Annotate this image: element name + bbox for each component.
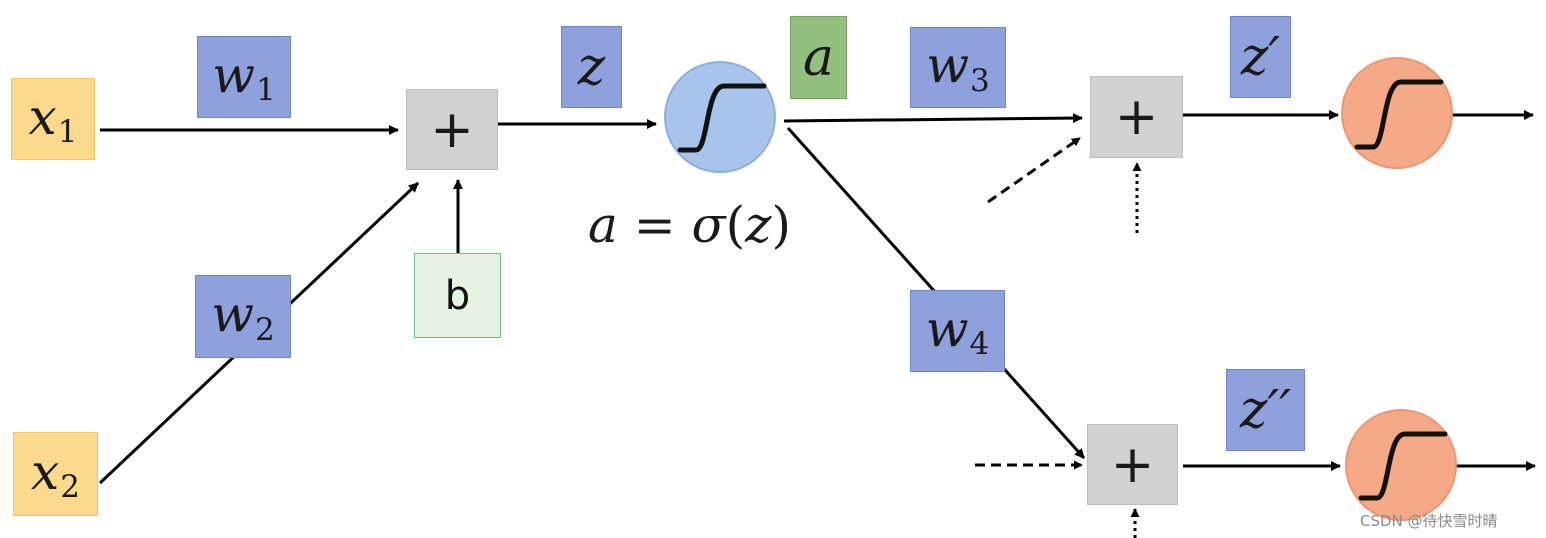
edge-dashed-into-sum2 [987,136,1081,204]
input-x1-label: x1 [28,87,78,151]
signal-z-double-prime-label: z′′ [1239,380,1291,440]
bias-box: b [414,253,501,338]
input-x2-label: x2 [31,442,80,506]
sigmoid-curve-icon [1354,79,1444,150]
input-x1: x1 [11,78,95,160]
formula-open-paren: ( [725,196,746,254]
summation-node-2: + [1090,76,1183,158]
activation-formula: a = σ(z) [588,196,791,254]
input-x2: x2 [13,432,98,516]
weight-w2: w2 [195,275,291,358]
weight-w4: w4 [910,290,1005,372]
formula-equals: = [617,196,692,254]
summation-node-1: + [406,89,498,170]
edge-neuron-to-sum2 [783,113,1083,124]
formula-sigma: σ [691,196,726,254]
activation-a: a [790,16,847,99]
plus-icon: + [1114,87,1159,147]
summation-node-3: + [1087,424,1178,505]
formula-close-paren: ) [771,196,792,254]
watermark: CSDN @待快雪时晴 [1360,512,1498,530]
weight-w1: w1 [197,36,291,118]
plus-icon: + [1110,434,1155,495]
sigmoid-curve-icon [1358,431,1448,501]
signal-z-double-prime: z′′ [1226,369,1305,451]
weight-w4-label: w4 [925,299,990,363]
formula-lhs: a [588,196,618,254]
sigmoid-neuron-3 [1345,409,1457,521]
formula-arg: z [745,196,772,254]
signal-z-prime-label: z′ [1240,27,1281,87]
bias-label: b [444,272,471,319]
signal-z: z [561,26,622,108]
weight-w1-label: w1 [212,45,276,109]
sigmoid-neuron-1 [664,61,776,173]
signal-z-label: z [577,37,606,97]
signal-z-prime: z′ [1230,16,1291,98]
sigmoid-curve-icon [677,83,767,153]
sigmoid-neuron-2 [1341,57,1453,169]
plus-icon: + [430,99,474,160]
weight-w3-label: w3 [926,36,990,99]
weight-w2-label: w2 [211,285,275,348]
activation-a-label: a [802,27,834,88]
weight-w3: w3 [910,27,1006,108]
